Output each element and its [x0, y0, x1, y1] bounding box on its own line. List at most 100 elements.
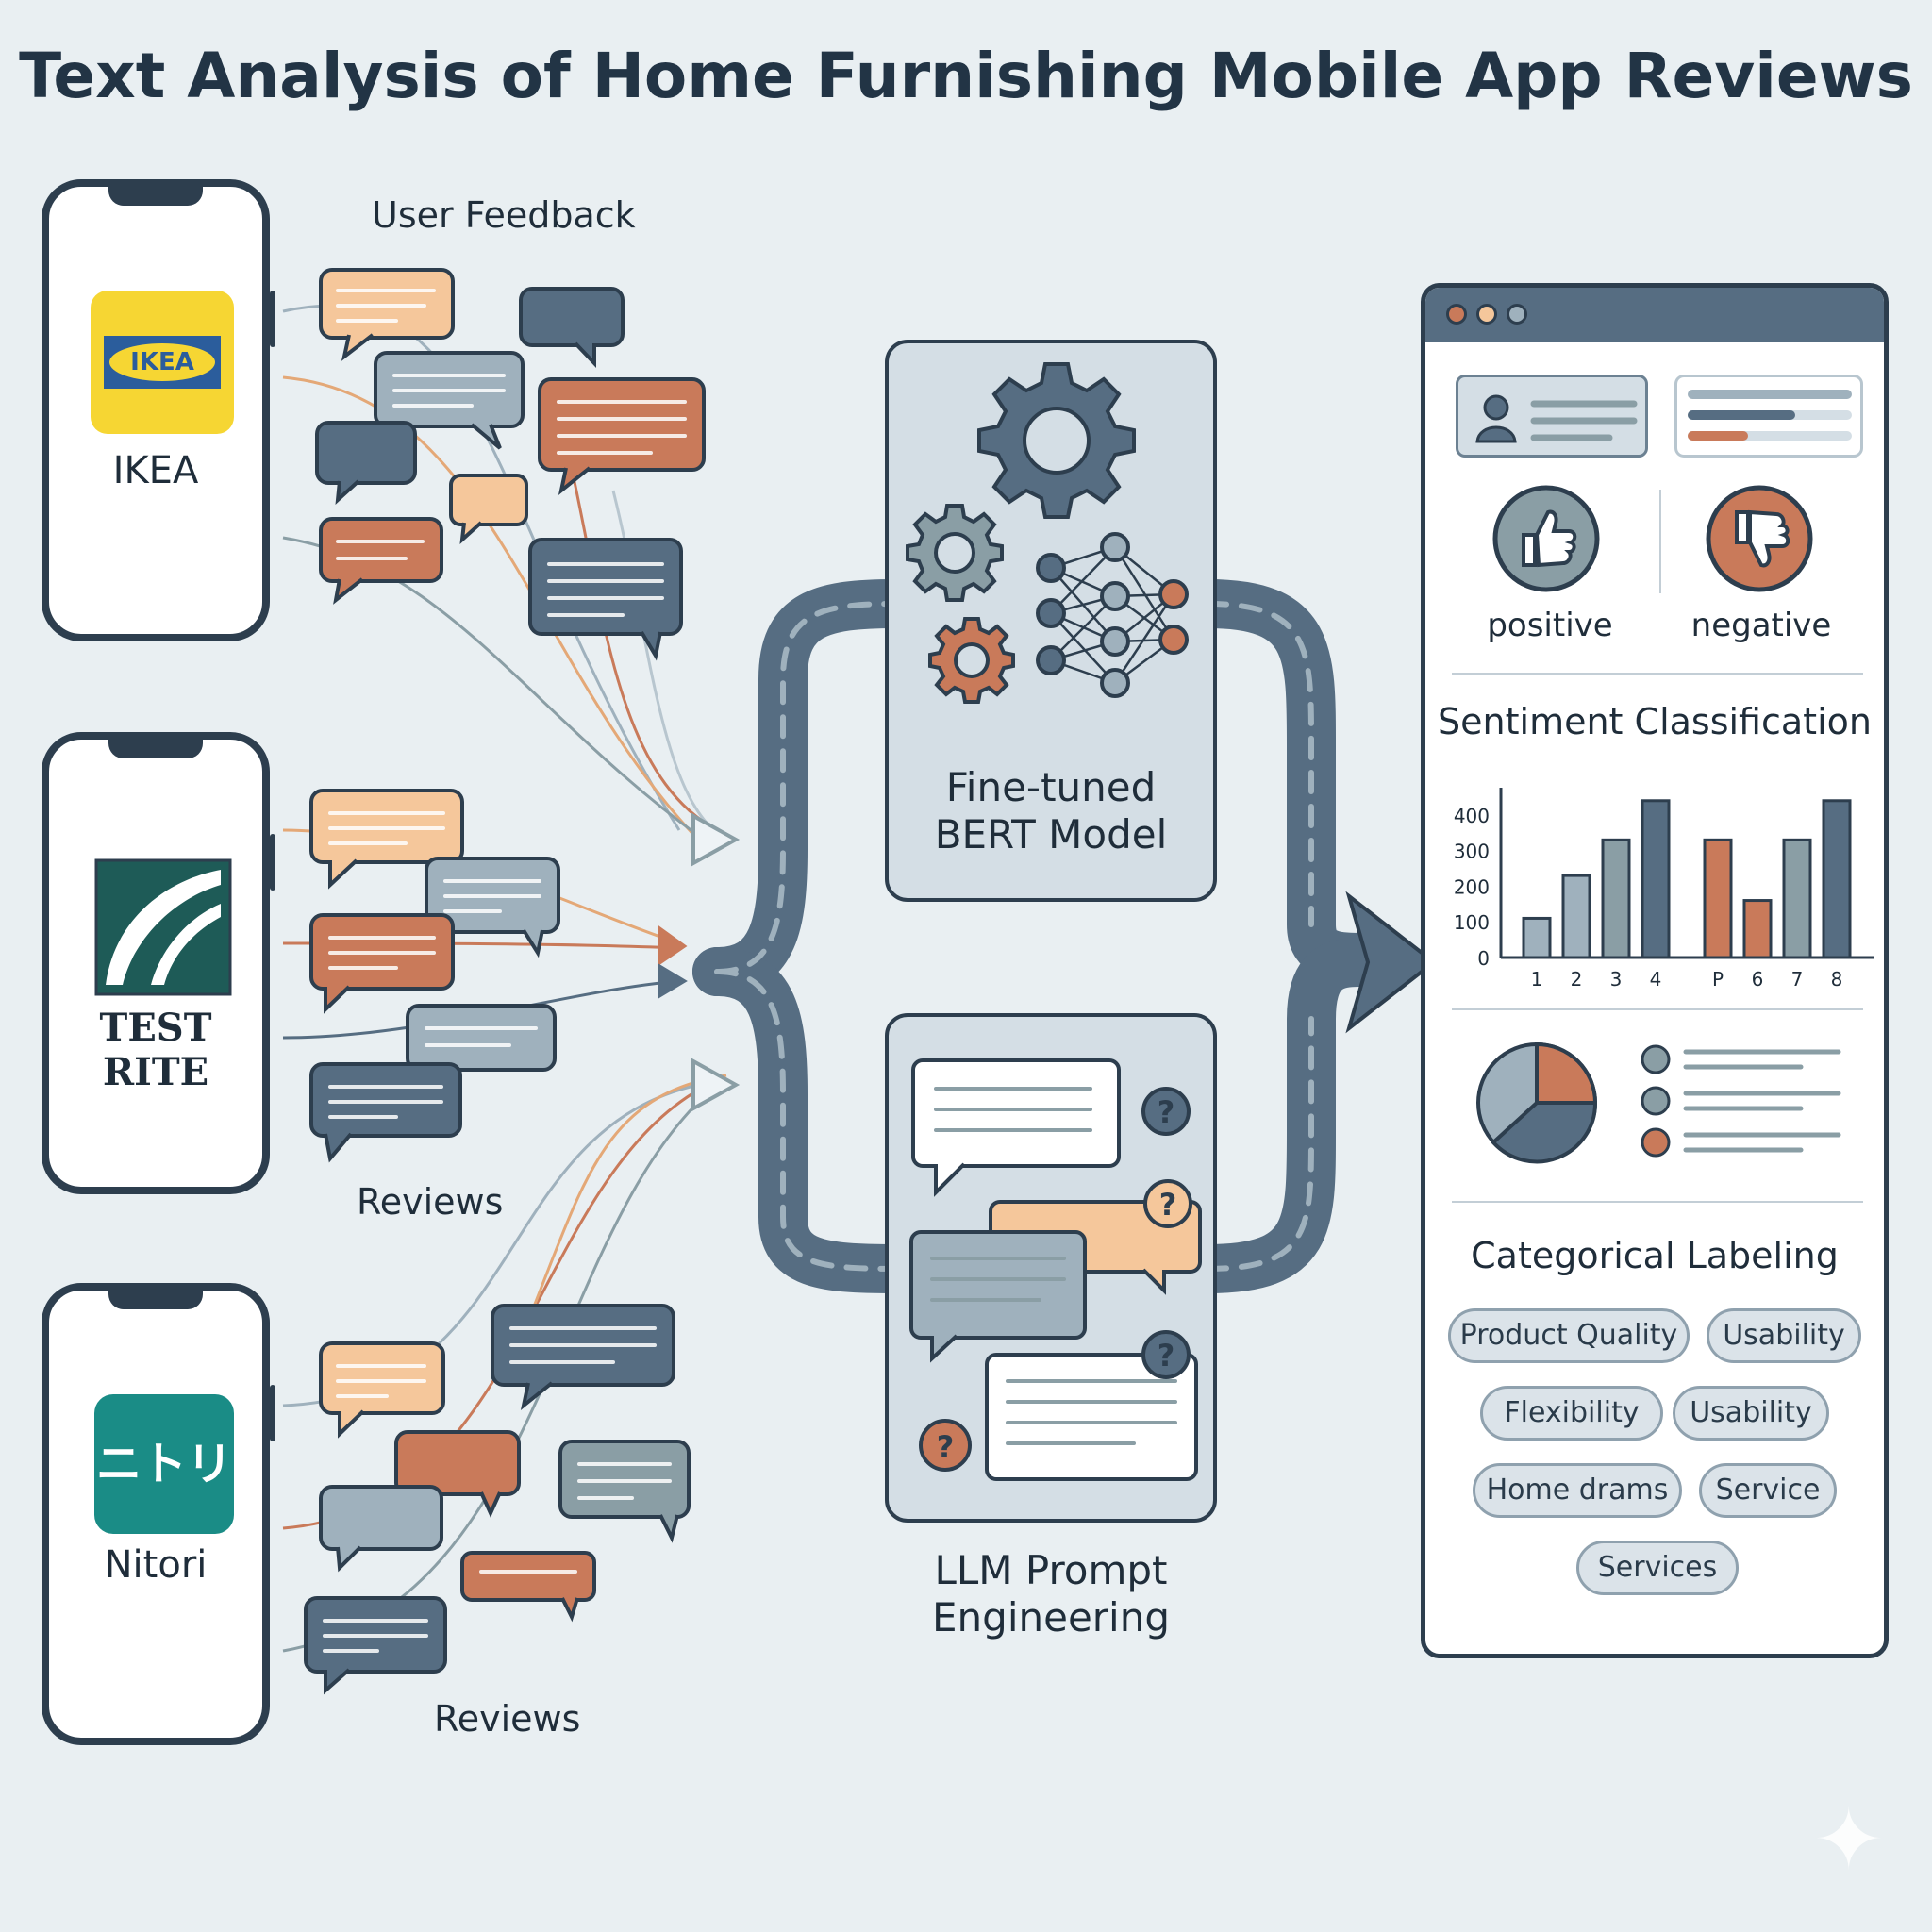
chat-bubble: [309, 1062, 462, 1163]
tag-product-quality: Product Quality: [1448, 1308, 1690, 1363]
gear-icon: [928, 617, 1015, 704]
phone-button: [270, 291, 275, 347]
gear-icon: [906, 504, 1004, 602]
pie-legend: [1641, 1044, 1841, 1158]
nitori-logo: ニトリ: [94, 1394, 234, 1534]
bar-4: [1641, 799, 1671, 959]
phone-button: [270, 834, 275, 891]
sparkle-icon: ✦: [1813, 1790, 1885, 1890]
phone-button: [270, 1385, 275, 1441]
phone-notch: [108, 738, 203, 758]
x-tick-label: P: [1712, 968, 1724, 991]
bar-1: [1522, 916, 1552, 959]
x-tick-label: 3: [1610, 968, 1623, 991]
bar-P: [1703, 838, 1733, 959]
stream-line: [526, 1074, 727, 1322]
tag-usability: Usability: [1673, 1386, 1829, 1441]
sentiment-classification-title: Sentiment Classification: [1438, 701, 1872, 742]
thumbs-down-icon: [1706, 485, 1813, 592]
stream-line: [282, 375, 700, 841]
tag-service: Service: [1699, 1463, 1837, 1518]
y-tick-label: 400: [1454, 805, 1490, 827]
ikea-logo-bar: IKEA: [104, 336, 221, 389]
llm-label-line2: Engineering: [932, 1594, 1170, 1641]
arrowhead: [658, 925, 688, 966]
chat-bubble: [558, 1440, 691, 1543]
positive-label: positive: [1487, 607, 1613, 644]
phone-test-rite: TEST RITE: [42, 732, 275, 1194]
x-tick-label: 8: [1831, 968, 1843, 991]
user-icon: [1475, 394, 1638, 443]
browser-title-bar: [1425, 288, 1884, 342]
reviews-label: Reviews: [434, 1698, 581, 1740]
chat-bubble: [491, 1304, 675, 1411]
chat-bubble: [304, 1596, 447, 1695]
prompt-text-lines: [930, 1087, 1177, 1445]
neural-network-icon: [1036, 532, 1189, 698]
question-icon: ?: [1143, 1179, 1192, 1228]
chat-bubble: [315, 421, 417, 505]
reviews-label: Reviews: [357, 1181, 504, 1223]
question-icon: ?: [919, 1419, 972, 1472]
x-tick-label: 7: [1791, 968, 1804, 991]
x-tick-label: 2: [1571, 968, 1583, 991]
thumbs-up-icon: [1492, 485, 1600, 592]
output-arrow: [1345, 891, 1438, 1034]
chat-bubble: [319, 268, 455, 361]
arrowhead: [691, 812, 741, 867]
window-dot-icon: [1476, 304, 1497, 325]
phone-nitori: ニトリ Nitori: [42, 1283, 275, 1745]
question-icon: ?: [1141, 1330, 1191, 1379]
bert-label-line2: BERT Model: [934, 811, 1168, 858]
divider: [1452, 673, 1863, 675]
y-tick-label: 0: [1477, 947, 1490, 970]
bar-7: [1782, 838, 1812, 959]
bar-8: [1822, 799, 1852, 959]
bubble-text-lines: [323, 289, 687, 1653]
app-name-nitori: Nitori: [104, 1543, 208, 1587]
question-icon: ?: [1141, 1087, 1191, 1136]
results-dashboard: positive negative Sentiment Classificati…: [1421, 283, 1889, 1658]
divider: [1452, 1201, 1863, 1203]
window-dot-icon: [1507, 304, 1527, 325]
x-tick-label: 6: [1752, 968, 1764, 991]
app-name-ikea: IKEA: [112, 449, 199, 492]
stats-bars: [1688, 390, 1852, 441]
tag-home-drams: Home drams: [1473, 1463, 1682, 1518]
arrowhead: [658, 963, 688, 999]
llm-icons: ? ? ? ?: [909, 1058, 1202, 1481]
user-feedback-label: User Feedback: [372, 194, 636, 236]
x-tick-label: 1: [1531, 968, 1543, 991]
chat-bubble: [394, 1430, 521, 1518]
svg-text:?: ?: [1158, 1094, 1175, 1130]
window-dot-icon: [1446, 304, 1467, 325]
arrowheads: [658, 812, 741, 1112]
user-profile-card: [1456, 375, 1648, 458]
tag-services: Services: [1576, 1541, 1739, 1595]
main-track: [692, 579, 1383, 1293]
arrowhead: [691, 1058, 741, 1112]
chat-bubble: [460, 1551, 596, 1623]
ikea-logo: IKEA: [91, 291, 234, 434]
llm-prompt-panel: ? ? ? ?: [885, 1013, 1217, 1523]
page-title: Text Analysis of Home Furnishing Mobile …: [19, 40, 1913, 112]
test-rite-logo: [94, 858, 232, 996]
bar-6: [1742, 899, 1773, 959]
pie-chart: [1476, 1041, 1598, 1164]
chat-bubble: [449, 474, 528, 545]
svg-text:?: ?: [1159, 1187, 1177, 1223]
prompt-bubble: [911, 1058, 1121, 1197]
chat-bubble: [319, 1341, 445, 1439]
y-tick-label: 100: [1454, 911, 1490, 934]
svg-text:?: ?: [1158, 1338, 1175, 1374]
bert-model-panel: Fine-tuned BERT Model: [885, 340, 1217, 902]
chat-bubble: [319, 1485, 443, 1573]
gear-icon: [977, 362, 1136, 519]
categorical-labeling-title: Categorical Labeling: [1471, 1235, 1839, 1276]
stream-line: [564, 442, 718, 832]
bert-label-line1: Fine-tuned: [945, 764, 1157, 810]
bar-2: [1561, 874, 1591, 959]
prompt-bubble: [909, 1230, 1087, 1363]
y-tick-label: 200: [1454, 875, 1490, 898]
